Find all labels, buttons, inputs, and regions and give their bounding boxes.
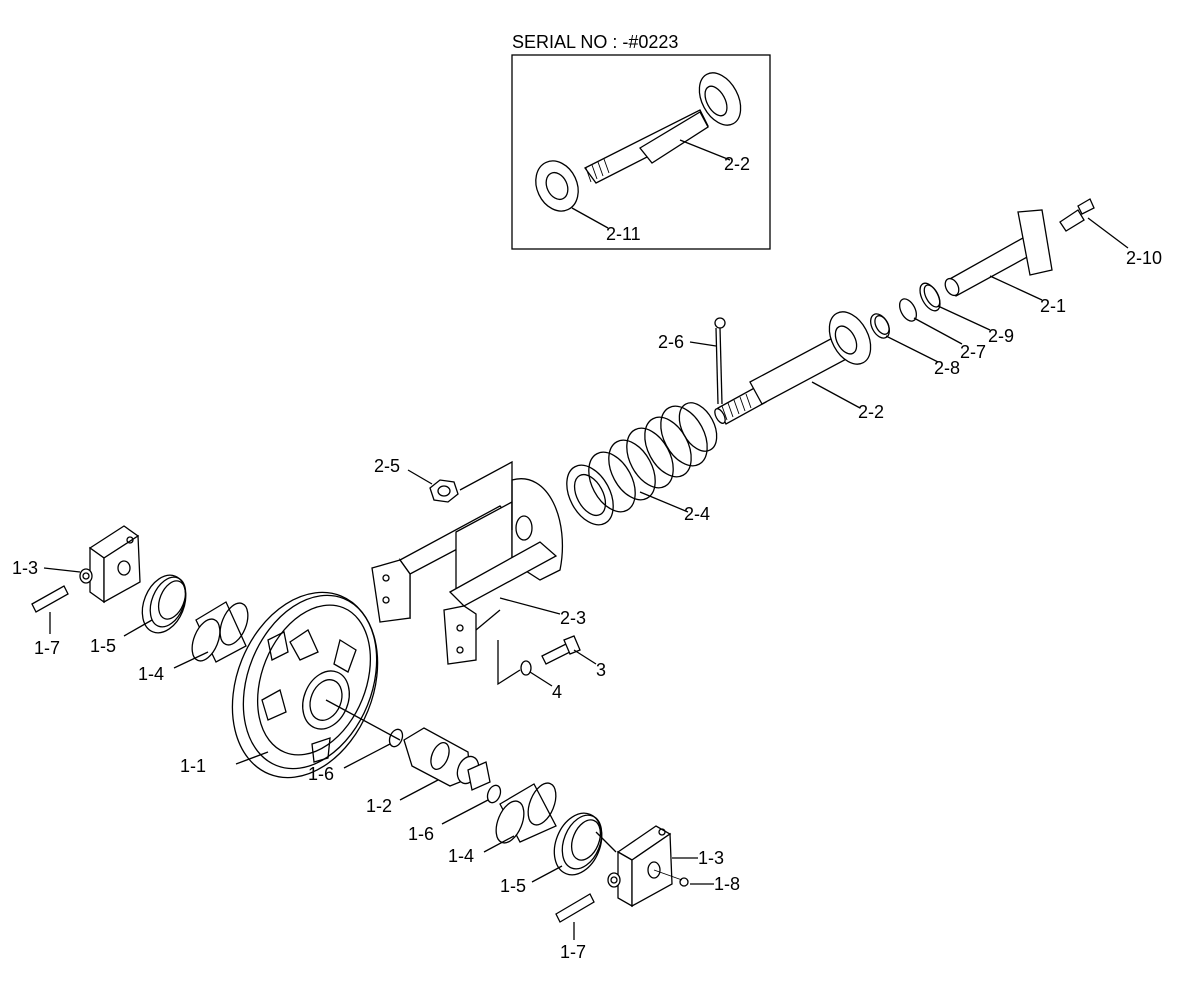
callout-1-6-upper: 1-6: [308, 764, 334, 784]
pin-1-7-right: [555, 893, 595, 923]
shaft-1-2: [403, 727, 491, 791]
callout-2-1: 2-1: [1040, 296, 1066, 316]
callout-1-5-right: 1-5: [500, 876, 526, 896]
callout-2-8: 2-8: [934, 358, 960, 378]
oring-1-6-lower: [486, 784, 502, 804]
plug-1-8: [679, 877, 689, 887]
callout-2-3: 2-3: [560, 608, 586, 628]
grease-fitting-2-10: [1059, 198, 1095, 232]
callout-1-3-left: 1-3: [12, 558, 38, 578]
oring-2-8: [870, 313, 890, 339]
seal-2-9: [919, 282, 941, 312]
callout-1-7-right: 1-7: [560, 942, 586, 962]
rod-2-1: [944, 209, 1053, 297]
callout-2-10: 2-10: [1126, 248, 1162, 268]
floating-seal-1-5-right: [553, 812, 603, 876]
serial-number-label: SERIAL NO : -#0223: [512, 32, 678, 52]
callout-2-2: 2-2: [858, 402, 884, 422]
callout-4: 4: [552, 682, 562, 702]
rod-2-2: [714, 311, 872, 425]
callout-1-7-left: 1-7: [34, 638, 60, 658]
bolt-3: [541, 635, 581, 665]
callout-2-9: 2-9: [988, 326, 1014, 346]
callout-2-6: 2-6: [658, 332, 684, 352]
callout-1-4-right: 1-4: [448, 846, 474, 866]
callout-2-2-inset: 2-2: [724, 154, 750, 174]
inset-rod-2-2: [584, 72, 742, 184]
washer-4: [520, 660, 532, 676]
spring-2-4: [566, 402, 718, 526]
callout-2-5: 2-5: [374, 456, 400, 476]
callout-1-8: 1-8: [714, 874, 740, 894]
oring-1-6-upper: [388, 728, 404, 748]
bearing-block-1-3-right: [607, 825, 673, 908]
callout-1-4-left: 1-4: [138, 664, 164, 684]
idler-wheel-1-1: [231, 591, 379, 779]
inset-panel: SERIAL NO : -#0223 2-2 2-11: [511, 32, 771, 250]
callout-3: 3: [596, 660, 606, 680]
callout-2-4: 2-4: [684, 504, 710, 524]
bushing-1-4-left: [191, 601, 249, 663]
bushing-1-4-right: [495, 782, 557, 844]
callout-1-3-right: 1-3: [698, 848, 724, 868]
bearing-block-1-3-left: [79, 525, 141, 604]
callout-1-6-lower: 1-6: [408, 824, 434, 844]
callout-1-5-left: 1-5: [90, 636, 116, 656]
oring-2-7: [898, 298, 918, 322]
callout-2-7: 2-7: [960, 342, 986, 362]
split-pin-2-6: [714, 317, 726, 405]
floating-seal-1-5-left: [141, 574, 187, 634]
yoke-2-3: [371, 478, 564, 665]
inset-washer-2-11: [535, 160, 579, 212]
callout-2-11: 2-11: [606, 224, 641, 244]
callout-1-1: 1-1: [180, 756, 206, 776]
pin-1-7-left: [31, 585, 69, 613]
callout-1-2: 1-2: [366, 796, 392, 816]
nut-2-5: [429, 479, 459, 503]
